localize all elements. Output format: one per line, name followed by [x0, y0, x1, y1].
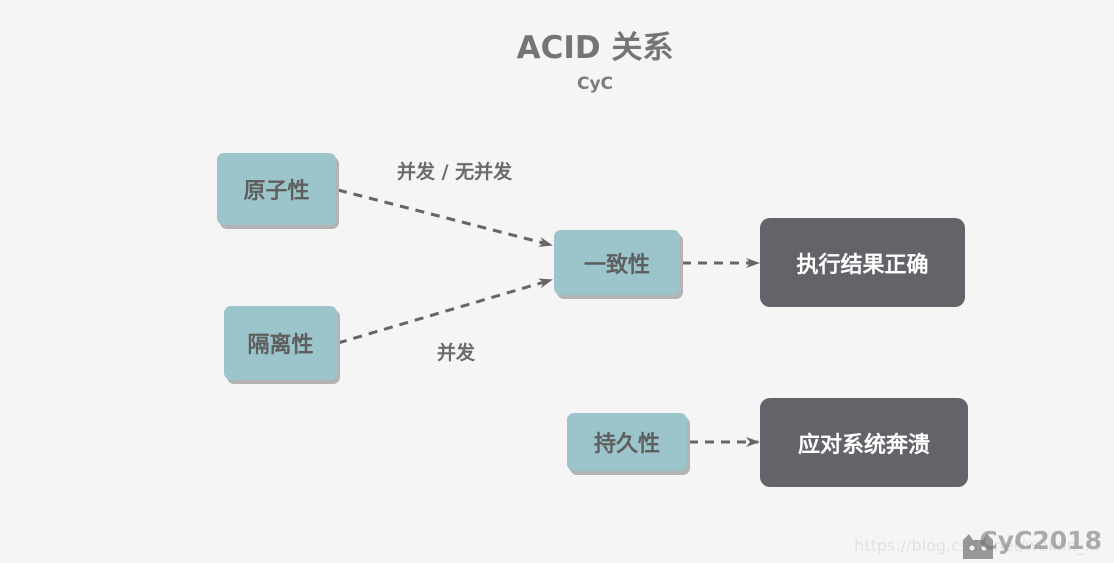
node-correct-result: 执行结果正确 [760, 218, 965, 307]
diagram-title: ACID 关系 [516, 30, 674, 66]
edge-label-atomicity: 并发 / 无并发 [397, 161, 513, 183]
watermark-brand-wrap: CyC2018 [979, 526, 1102, 555]
watermark-brand: CyC2018 [979, 526, 1102, 555]
node-consistency: 一致性 [554, 230, 680, 295]
edge-atomicity-to-consistency [337, 188, 553, 247]
diagram-subtitle: CyC [576, 74, 614, 94]
node-crash-handling: 应对系统奔溃 [760, 398, 968, 487]
github-cat-icon [963, 534, 993, 559]
node-isolation: 隔离性 [224, 306, 337, 380]
edge-isolation-to-consistency [337, 278, 553, 345]
edge-label-isolation: 并发 [437, 342, 476, 364]
node-atomicity: 原子性 [217, 153, 336, 225]
node-durability: 持久性 [567, 413, 687, 471]
